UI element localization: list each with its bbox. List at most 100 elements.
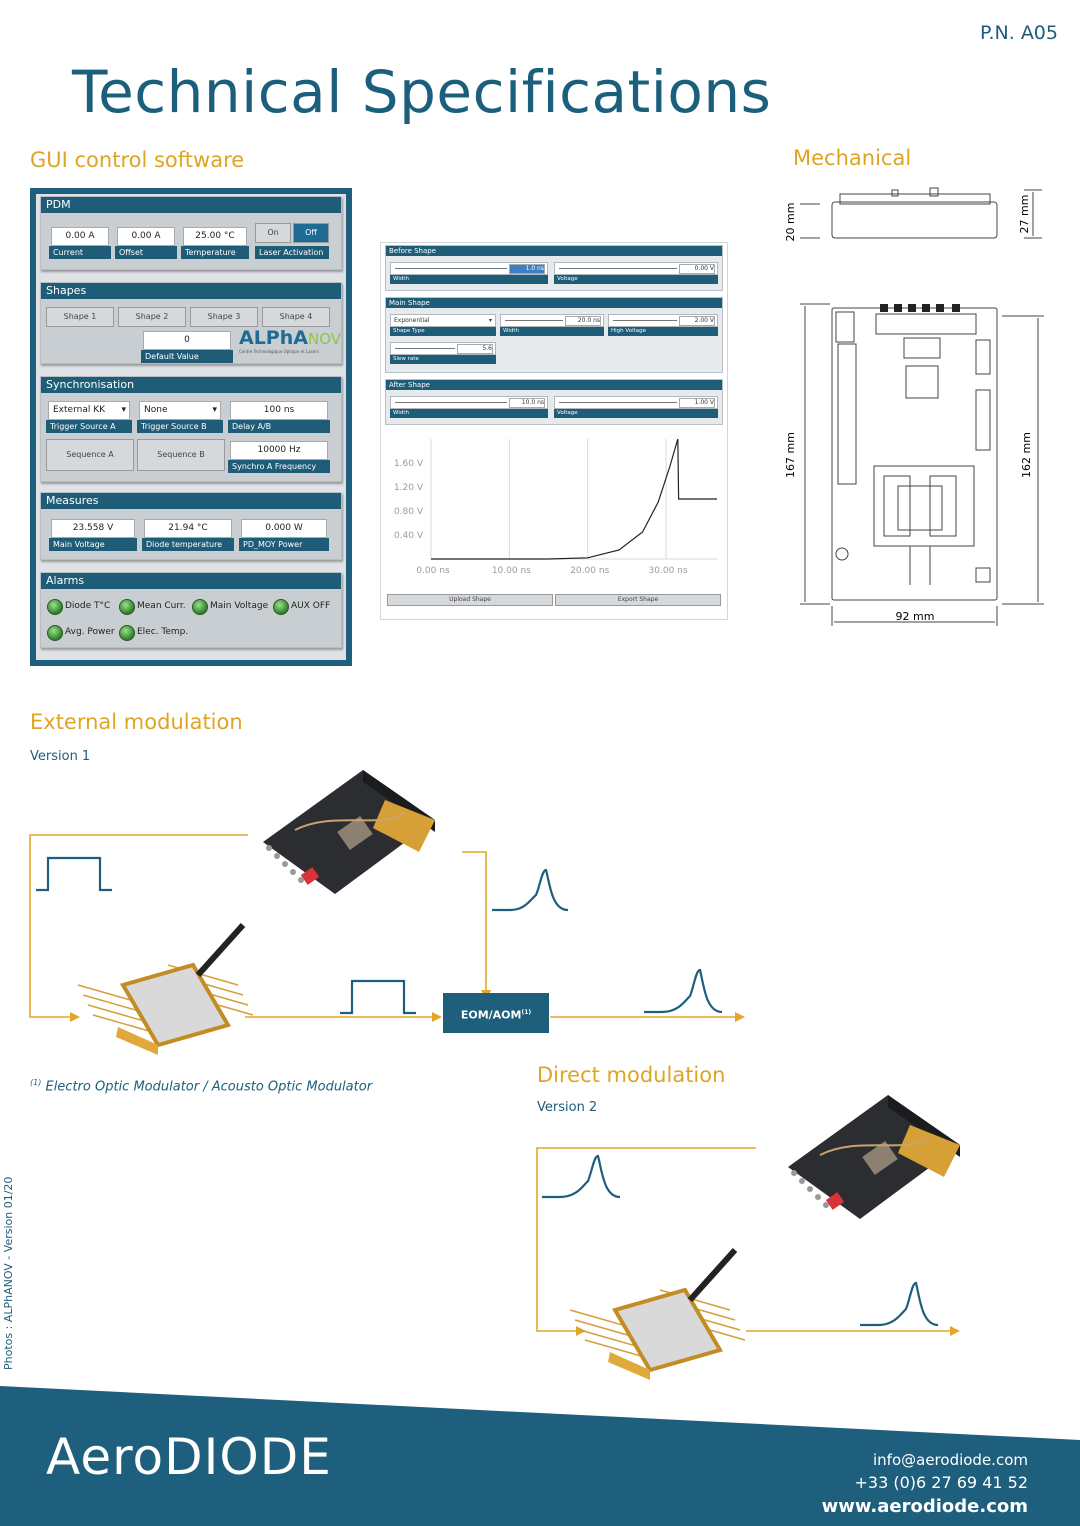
shaped-pulse-icon xyxy=(644,968,723,1014)
current-field[interactable]: 0.00 A Current xyxy=(49,225,111,259)
part-number: P.N. A05 xyxy=(979,22,1058,44)
driver-to-laser-line xyxy=(29,834,248,1018)
section-external-title: External modulation xyxy=(30,710,243,734)
offset-field[interactable]: 0.00 A Offset xyxy=(115,225,177,259)
diode-temperature-readout: 21.94 °C Diode temperature xyxy=(142,517,234,551)
shaped-pulse-icon xyxy=(542,1154,621,1199)
shaped-pulse-icon xyxy=(860,1281,939,1327)
dim-length-left: 167 mm xyxy=(784,432,797,478)
shape-3-button[interactable]: Shape 3 xyxy=(190,307,258,327)
trigger-source-b-select[interactable]: None ▾ Trigger Source B xyxy=(137,399,223,433)
alarm-label: Mean Curr. xyxy=(137,601,186,611)
top-view-board xyxy=(831,307,998,601)
before-voltage-slider[interactable]: 0.00 V Voltage xyxy=(554,262,718,284)
shape-type-select[interactable]: Exponential▾ Shape Type xyxy=(390,314,496,336)
driver-to-eom-line xyxy=(462,851,487,990)
synchro-frequency-field[interactable]: 10000 Hz Synchro A Frequency xyxy=(228,439,330,473)
shape-4-button[interactable]: Shape 4 xyxy=(262,307,330,327)
photo-credit: Photos : ALPhANOV - Version 01/20 xyxy=(2,1176,15,1370)
side-view-top xyxy=(839,193,991,205)
delay-ab-field[interactable]: 100 ns Delay A/B xyxy=(228,399,330,433)
sequence-b-button[interactable]: Sequence B xyxy=(137,439,225,471)
pd-power-readout: 0.000 W PD_MOY Power xyxy=(239,517,329,551)
y-tick-label: 1.20 V xyxy=(394,483,424,493)
alarm-label: Elec. Temp. xyxy=(137,627,189,637)
sync-group: Synchronisation External KK ▾ Trigger So… xyxy=(40,376,342,482)
high-voltage-slider[interactable]: 2.00 V High Voltage xyxy=(608,314,718,336)
main-shape-header: Main Shape xyxy=(386,298,722,308)
direct-version-label: Version 2 xyxy=(537,1100,598,1115)
square-pulse-icon xyxy=(36,856,112,892)
gui-panel: PDM 0.00 A Current 0.00 A Offset 25.00 °… xyxy=(30,188,352,666)
trigger-source-a-select[interactable]: External KK ▾ Trigger Source A xyxy=(46,399,132,433)
alphanov-tagline: Centre Technologique Optique et Lasers xyxy=(239,349,320,354)
alarms-header: Alarms xyxy=(41,573,341,589)
main-shape-group: Main Shape Exponential▾ Shape Type 20.0 … xyxy=(385,297,723,373)
dim-length-right: 162 mm xyxy=(1020,432,1033,478)
upload-shape-button[interactable]: Upload Shape xyxy=(387,594,553,606)
side-view-body xyxy=(831,201,998,239)
pdm-group: PDM 0.00 A Current 0.00 A Offset 25.00 °… xyxy=(40,196,342,270)
eom-box xyxy=(443,993,549,1033)
x-tick-label: 0.00 ns xyxy=(416,566,450,576)
shaped-pulse-icon xyxy=(492,868,569,912)
dim-width: 92 mm xyxy=(896,610,935,623)
alarm-led-icon xyxy=(273,599,289,615)
main-width-slider[interactable]: 20.0 ns Width xyxy=(500,314,604,336)
x-tick-label: 20.00 ns xyxy=(570,566,609,576)
driver-board-image xyxy=(263,770,435,894)
butterfly-laser-image xyxy=(77,922,254,1055)
alarm-led-icon xyxy=(192,599,208,615)
laser-off-button[interactable]: Off xyxy=(293,223,329,243)
alarm-label: Avg. Power xyxy=(65,627,115,637)
shape-1-button[interactable]: Shape 1 xyxy=(46,307,114,327)
sequence-a-button[interactable]: Sequence A xyxy=(46,439,134,471)
y-tick-label: 1.60 V xyxy=(394,459,424,469)
section-direct-title: Direct modulation xyxy=(537,1063,726,1087)
y-tick-label: 0.40 V xyxy=(394,531,424,541)
modulation-diagrams xyxy=(29,770,960,1380)
default-value-field[interactable]: 0 Default Value xyxy=(141,329,233,363)
square-pulse-icon xyxy=(340,979,416,1015)
mechanical-drawing: 20 mm 27 mm 167 mm 162 mm 92 mm xyxy=(784,187,1044,626)
footnote: (1) Electro Optic Modulator / Acousto Op… xyxy=(30,1078,373,1095)
contact-email[interactable]: info@aerodiode.com xyxy=(873,1451,1028,1469)
laser-activation-label: Laser Activation xyxy=(255,246,329,259)
measures-group: Measures 23.558 V Main Voltage 21.94 °C … xyxy=(40,492,342,560)
shape-editor-panel: Before Shape 1.0 ns Width 0.00 V Voltage… xyxy=(380,242,728,620)
eom-label: EOM/AOM(1) xyxy=(460,1008,532,1022)
slew-rate-slider[interactable]: 5.6 Slew rate xyxy=(390,342,496,364)
pdm-header: PDM xyxy=(41,197,341,213)
temperature-field[interactable]: 25.00 °C Temperature xyxy=(181,225,249,259)
main-voltage-readout: 23.558 V Main Voltage xyxy=(49,517,137,551)
shapes-header: Shapes xyxy=(41,283,341,299)
after-shape-group: After Shape 10.0 ns Width 1.00 V Voltage xyxy=(385,379,723,425)
contact-website[interactable]: www.aerodiode.com xyxy=(821,1496,1028,1517)
laser-on-button[interactable]: On xyxy=(255,223,291,243)
export-shape-button[interactable]: Export Shape xyxy=(555,594,721,606)
driver-board-image xyxy=(788,1095,960,1219)
before-width-slider[interactable]: 1.0 ns Width xyxy=(390,262,548,284)
shapes-group: Shapes Shape 1 Shape 2 Shape 3 Shape 4 0… xyxy=(40,282,342,364)
page-title: Technical Specifications xyxy=(72,58,772,126)
x-tick-label: 10.00 ns xyxy=(492,566,531,576)
x-tick-label: 30.00 ns xyxy=(649,566,688,576)
butterfly-laser-image xyxy=(569,1247,746,1380)
shape-2-button[interactable]: Shape 2 xyxy=(118,307,186,327)
alphanov-logo: ALPhANOV xyxy=(239,327,341,349)
contact-phone: +33 (0)6 27 69 41 52 xyxy=(854,1473,1028,1492)
alarm-label: Diode T°C xyxy=(65,601,111,611)
alarm-label: AUX OFF xyxy=(291,601,331,611)
measures-header: Measures xyxy=(41,493,341,509)
after-width-slider[interactable]: 10.0 ns Width xyxy=(390,396,548,418)
alarms-group: Alarms Diode T°C Mean Curr. Main Voltage… xyxy=(40,572,342,648)
footer-band xyxy=(0,1386,1080,1526)
after-voltage-slider[interactable]: 1.00 V Voltage xyxy=(554,396,718,418)
alarm-led-icon xyxy=(47,599,63,615)
section-gui-title: GUI control software xyxy=(30,148,245,172)
alarm-label: Main Voltage xyxy=(210,601,269,611)
shape-chart: 0.00 ns 10.00 ns 20.00 ns 30.00 ns 1.60 V 1.2… xyxy=(394,438,717,576)
after-shape-header: After Shape xyxy=(386,380,722,390)
alarm-led-icon xyxy=(119,599,135,615)
direct-driver-line xyxy=(536,1147,756,1332)
